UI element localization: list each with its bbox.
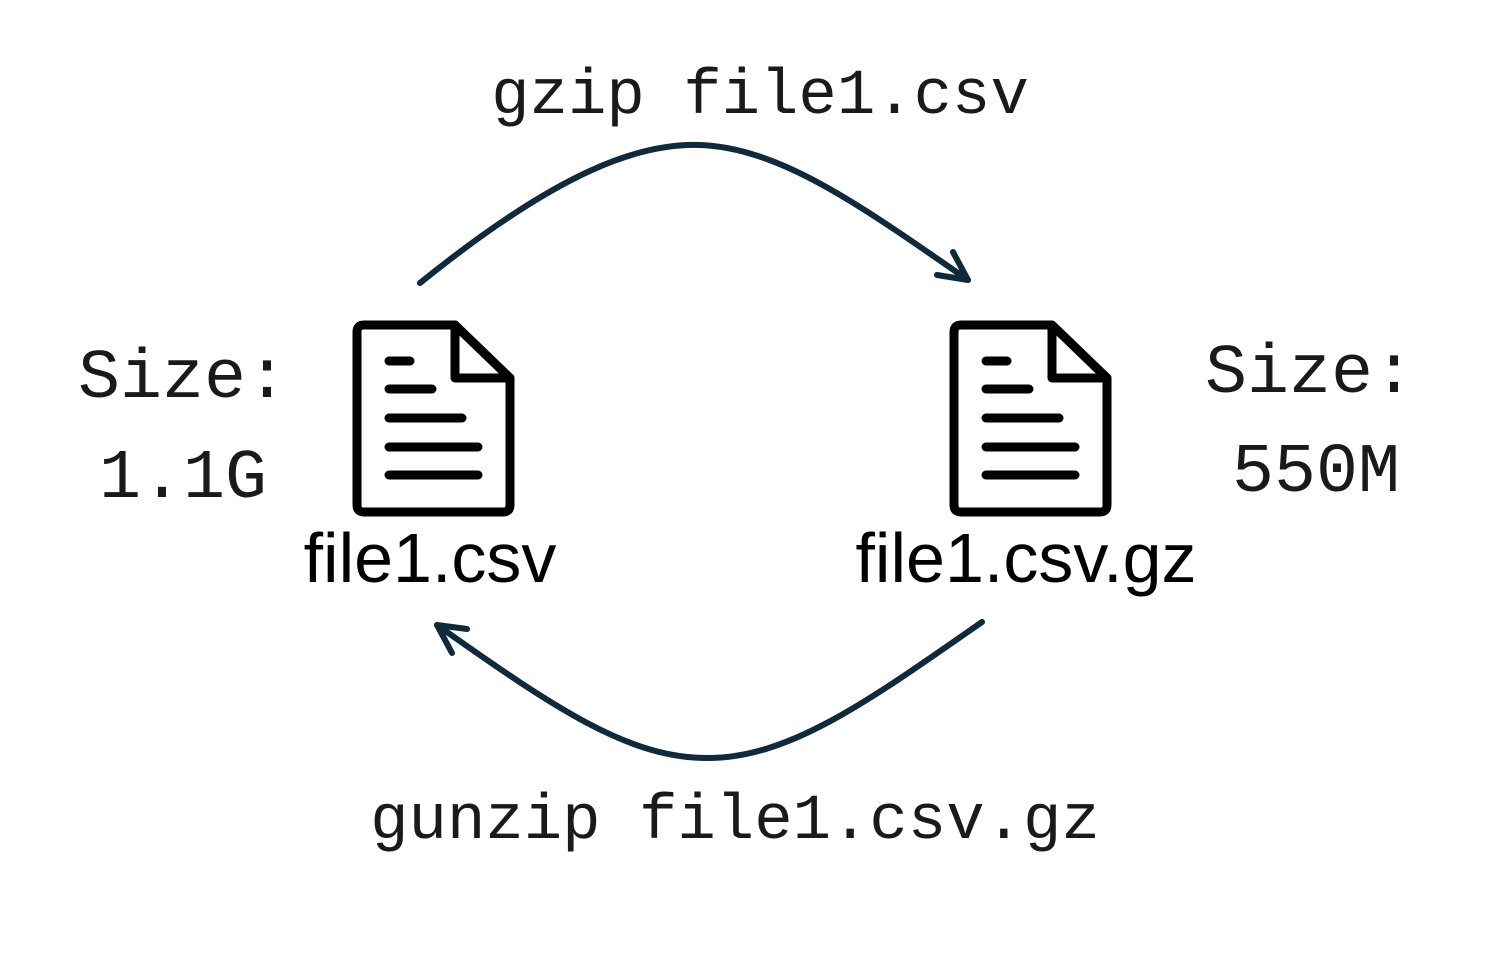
compress-command-label: gzip file1.csv <box>491 61 1029 133</box>
compressed-size-label: Size: <box>1205 335 1415 414</box>
original-file-name: file1.csv <box>304 519 557 597</box>
compressed-size-value: 550M <box>1232 434 1400 513</box>
original-size-label: Size: <box>78 340 288 419</box>
document-icon <box>352 320 515 517</box>
decompress-command-label: gunzip file1.csv.gz <box>370 786 1100 858</box>
original-size-value: 1.1G <box>99 440 267 519</box>
document-icon <box>949 320 1112 517</box>
original-file: Size: 1.1G file1.csv <box>78 320 557 597</box>
compressed-file-name: file1.csv.gz <box>855 519 1196 597</box>
compress-arrow <box>417 141 971 286</box>
compressed-file: file1.csv.gz Size: 550M <box>855 320 1415 597</box>
decompress-arrow <box>434 619 985 761</box>
